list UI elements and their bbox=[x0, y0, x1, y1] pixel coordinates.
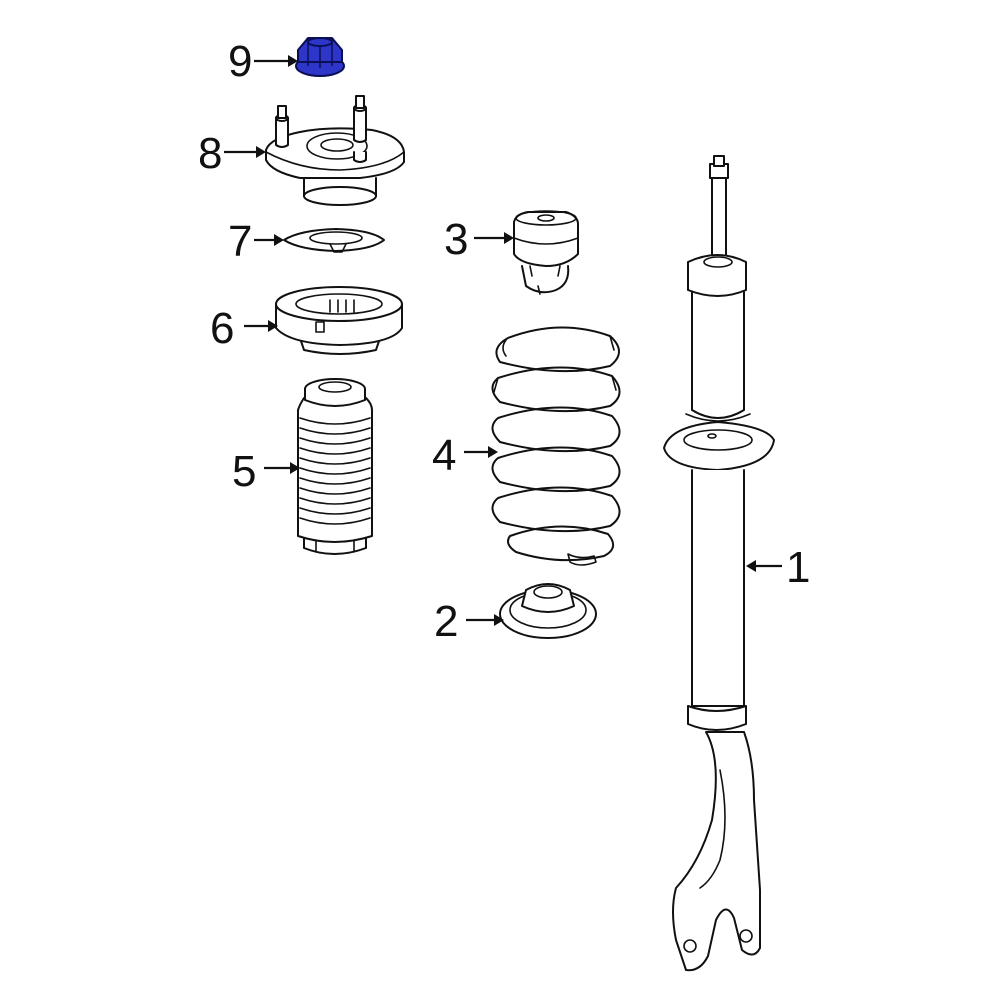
part-5-dust-boot[interactable] bbox=[297, 378, 373, 555]
part-3-bump-stop[interactable] bbox=[513, 210, 579, 295]
callout-label-2: 2 bbox=[434, 597, 458, 646]
callout-arrow-8 bbox=[224, 146, 266, 158]
part-9-flange-nut[interactable] bbox=[295, 37, 345, 77]
part-4-coil-spring[interactable] bbox=[491, 326, 621, 566]
callout-label-4: 4 bbox=[432, 431, 456, 480]
callout-arrow-2 bbox=[466, 614, 504, 626]
callout-label-9: 9 bbox=[228, 37, 252, 86]
callout-label-8: 8 bbox=[198, 129, 222, 178]
callout-arrow-9 bbox=[254, 55, 298, 67]
part-7-spring-isolator[interactable] bbox=[283, 228, 385, 253]
callout-label-5: 5 bbox=[232, 447, 256, 496]
callout-arrow-4 bbox=[464, 446, 498, 458]
callout-arrow-1 bbox=[746, 560, 782, 572]
callout-arrow-7 bbox=[254, 234, 284, 246]
part-8-upper-mount[interactable] bbox=[265, 95, 405, 206]
callout-arrow-6 bbox=[244, 320, 278, 332]
part-1-strut-assembly[interactable] bbox=[663, 155, 775, 972]
callout-label-6: 6 bbox=[210, 304, 234, 353]
callout-label-3: 3 bbox=[444, 215, 468, 264]
callout-arrow-5 bbox=[264, 462, 300, 474]
callout-label-1: 1 bbox=[786, 543, 810, 592]
part-6-spring-seat[interactable] bbox=[275, 286, 403, 355]
part-2-lower-spring-seat[interactable] bbox=[499, 583, 597, 639]
callout-label-7: 7 bbox=[228, 217, 252, 266]
callout-arrow-3 bbox=[474, 232, 514, 244]
